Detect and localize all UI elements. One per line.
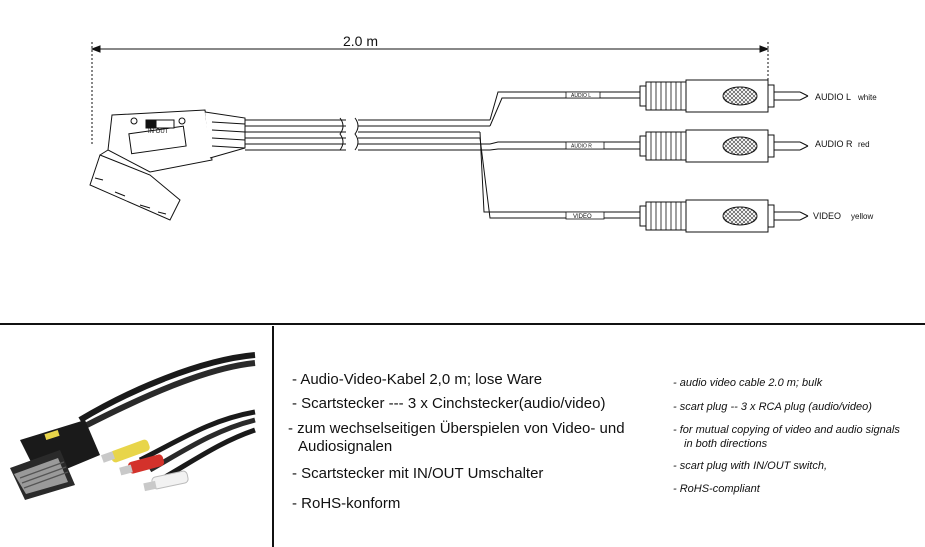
- connector-color-video: yellow: [851, 212, 873, 221]
- sleeve-video: VIDEO: [573, 214, 592, 220]
- rca-plug-red-photo: [119, 454, 165, 476]
- feature-de-2: - Scartstecker --- 3 x Cinchstecker(audi…: [292, 395, 606, 412]
- cable-technical-drawing: 2.0 m IN OUT: [89, 33, 877, 233]
- feature-en-3-cont: in both directions: [684, 438, 768, 450]
- rca-plug-yellow-photo: [100, 439, 150, 463]
- connector-label-audio-l: AUDIO L: [815, 92, 851, 102]
- feature-en-5: - RoHS-compliant: [673, 483, 760, 495]
- feature-en-4: - scart plug with IN/OUT switch,: [673, 460, 828, 472]
- feature-de-3: - zum wechselseitigen Überspielen von Vi…: [288, 420, 625, 437]
- sleeve-audio-r: AUDIO R: [571, 144, 592, 150]
- connector-label-video: VIDEO: [813, 211, 841, 221]
- feature-en-3: - for mutual copying of video and audio …: [673, 424, 900, 436]
- feature-en-2: - scart plug -- 3 x RCA plug (audio/vide…: [673, 401, 872, 413]
- connector-color-audio-l: white: [857, 93, 877, 102]
- feature-de-4: - Scartstecker mit IN/OUT Umschalter: [292, 465, 544, 482]
- scart-plug: [89, 109, 246, 221]
- feature-en-1: - audio video cable 2.0 m; bulk: [673, 377, 823, 389]
- switch-label: IN OUT: [148, 129, 169, 135]
- rca-plug-audio-l: [639, 79, 809, 113]
- sleeve-audio-l: AUDIO L: [571, 93, 591, 99]
- rca-plug-video: [639, 199, 809, 233]
- rca-plug-audio-r: [639, 129, 809, 163]
- section-divider: [0, 323, 925, 325]
- cable-bundle: [245, 91, 640, 219]
- feature-de-1: - Audio-Video-Kabel 2,0 m; lose Ware: [292, 371, 543, 388]
- column-divider: [272, 326, 274, 547]
- product-photo: [10, 352, 256, 500]
- connector-label-audio-r: AUDIO R: [815, 139, 853, 149]
- connector-color-audio-r: red: [858, 140, 870, 149]
- scart-plug-photo: [10, 420, 100, 500]
- feature-de-3-cont: Audiosignalen: [298, 438, 393, 455]
- length-label: 2.0 m: [343, 33, 378, 49]
- length-dimension: [90, 42, 770, 145]
- rca-plug-white-photo: [143, 470, 189, 492]
- feature-de-5: - RoHS-konform: [292, 495, 401, 512]
